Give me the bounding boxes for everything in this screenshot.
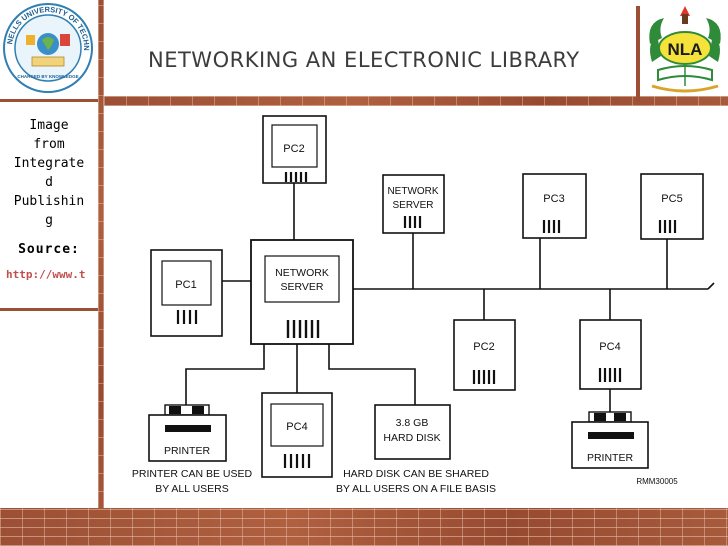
top-server-label-line1: NETWORK: [387, 186, 438, 197]
top-network-server: NETWORK SERVER: [382, 174, 445, 234]
main-network-server: NETWORK SERVER: [250, 239, 354, 345]
hard-disk-label-line2: HARD DISK: [383, 432, 440, 444]
printer-right-label: PRINTER: [587, 452, 634, 464]
pc1-label: PC1: [175, 279, 196, 291]
pc4-right-label: PC4: [599, 341, 620, 353]
pc2-top-label: PC2: [283, 143, 304, 155]
side-caption-line: d: [45, 175, 53, 190]
side-caption-line: g: [45, 213, 53, 228]
university-logo: NELLS UNIVERSITY OF TECHNOLOGY CHARGED B…: [2, 2, 93, 93]
printer-left-link: [185, 344, 265, 405]
pc4-bottom-label: PC4: [286, 421, 307, 433]
source-label: Source:: [18, 242, 80, 257]
left-divider-top: [0, 99, 98, 102]
main-server-label-line1: NETWORK: [275, 267, 329, 279]
left-divider-bottom: [0, 308, 98, 311]
source-link[interactable]: http://www.t: [6, 268, 86, 281]
right-logo-divider: [636, 6, 640, 102]
side-caption: Image from Integrate d Publishin g Sourc…: [2, 116, 96, 259]
side-caption-line: Image: [29, 118, 69, 133]
hard-disk-label-line1: 3.8 GB: [396, 417, 429, 429]
printer-caption-line2: BY ALL USERS: [155, 483, 229, 495]
pc5-label: PC5: [661, 193, 682, 205]
pc4-right-computer: PC4: [579, 319, 642, 390]
logo-motto: CHARGED BY KNOWLEDGE: [17, 74, 78, 79]
pc3-label: PC3: [543, 193, 564, 205]
top-server-label-line2: SERVER: [393, 200, 434, 211]
disk-link: [328, 344, 416, 405]
side-caption-line: from: [33, 137, 65, 152]
top-brick-band: [104, 96, 728, 106]
printer-caption-line1: PRINTER CAN BE USED: [132, 468, 253, 480]
reference-code: RMM30005: [636, 477, 678, 486]
pc2-top-computer: PC2: [262, 115, 327, 184]
printer-left: PRINTER: [148, 404, 227, 462]
pc1-computer: PC1: [150, 249, 223, 337]
main-server-label-line2: SERVER: [281, 281, 324, 293]
disk-caption-line2: BY ALL USERS ON A FILE BASIS: [336, 483, 496, 495]
backbone-end-tick: [707, 282, 715, 290]
pc2-mid-computer: PC2: [453, 319, 516, 391]
pc2-mid-label: PC2: [473, 341, 494, 353]
bottom-brick-band: [0, 508, 728, 546]
page-title: NETWORKING AN ELECTRONIC LIBRARY: [148, 48, 580, 72]
pc5-computer: PC5: [640, 173, 704, 240]
pc4-bottom-computer: PC4: [261, 392, 333, 478]
network-diagram: PC2 PC1 NETWORK SERVER NETWORK SERVER PC…: [132, 115, 715, 495]
nla-logo: NLA: [649, 6, 721, 93]
disk-caption-line1: HARD DISK CAN BE SHARED: [343, 468, 489, 480]
network-cables: [185, 183, 715, 412]
nla-logo-text: NLA: [668, 40, 703, 59]
hard-disk: 3.8 GB HARD DISK: [374, 404, 451, 460]
side-caption-line: Publishin: [13, 194, 85, 209]
pc3-computer: PC3: [522, 173, 587, 239]
printer-left-label: PRINTER: [164, 445, 211, 457]
left-brick-border: [98, 0, 104, 546]
printer-right: PRINTER: [571, 411, 649, 469]
side-caption-line: Integrate: [13, 156, 85, 171]
